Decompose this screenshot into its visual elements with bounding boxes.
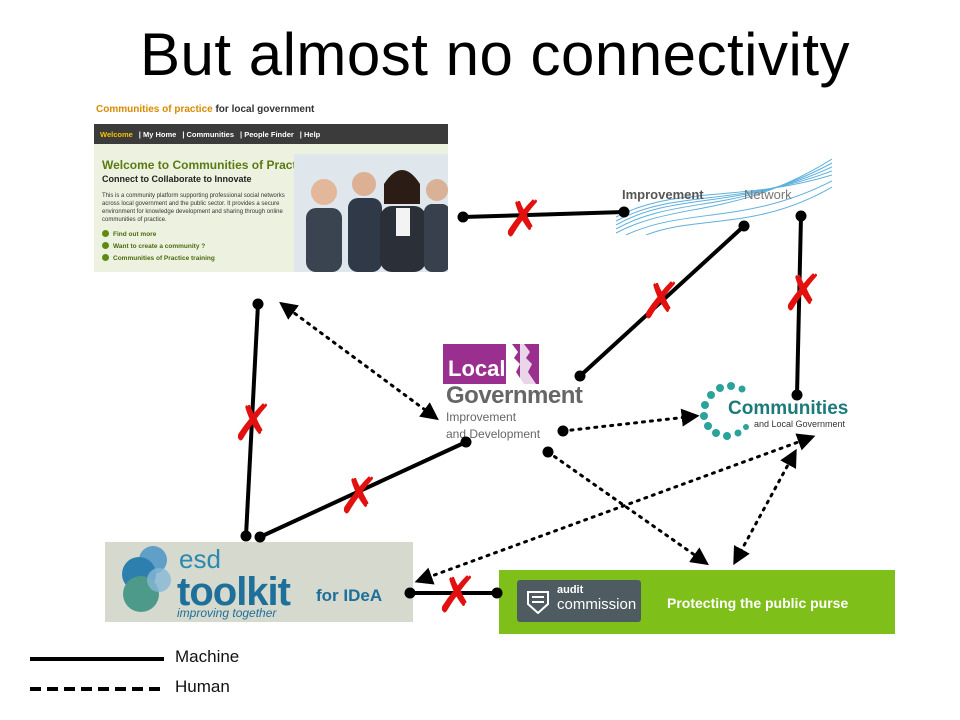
link-endpoint <box>252 298 264 310</box>
link-endpoint <box>240 530 252 542</box>
audit-crest-icon <box>527 591 549 614</box>
cop-nav-help: | Help <box>299 130 321 139</box>
human-link-lgid-audit <box>546 450 709 566</box>
communities-of-practice-screenshot: Communities of practice for local govern… <box>94 98 448 272</box>
link-endpoint <box>460 436 472 448</box>
cop-link-create-community: Want to create a community ? <box>102 242 205 250</box>
link-endpoint <box>791 389 803 401</box>
broken-x-mark: ✗ <box>502 190 544 248</box>
link-endpoint <box>254 531 266 543</box>
broken-x-mark: ✗ <box>232 394 274 452</box>
link-endpoint <box>574 370 586 382</box>
cop-nav-people-finder: | People Finder <box>240 130 294 139</box>
cop-brand-name: Communities of practice <box>96 104 213 115</box>
cop-subheading: Connect to Collaborate to Innovate <box>102 174 252 184</box>
link-endpoint <box>457 211 469 223</box>
esd-toolkit-logo: esd toolkit for IDeA improving together <box>105 542 413 622</box>
machine-link-lgid-improvement <box>578 224 746 378</box>
improvement-network-word1: Improvement <box>622 187 704 202</box>
lgid-improvement: Improvement <box>446 410 517 424</box>
faces-silhouette-icon <box>506 344 536 384</box>
cop-description: This is a community platform supporting … <box>102 193 285 223</box>
wave-swoosh-icon <box>616 158 832 235</box>
cop-brand-suffix: for local government <box>212 104 315 115</box>
audit-badge-line1: audit <box>557 584 584 596</box>
link-endpoint <box>795 210 807 222</box>
cop-heading: Welcome to Communities of Practice <box>102 158 314 172</box>
audit-badge-line2: commission <box>557 596 637 613</box>
esd-for-idea: for IDeA <box>316 586 383 605</box>
human-link-lgid-clg <box>561 408 700 433</box>
cop-body: Welcome to Communities of Practice Conne… <box>94 144 448 272</box>
clg-name: Communities <box>728 398 849 419</box>
lgid-local: Local <box>448 356 506 381</box>
esd-prefix: esd <box>179 544 221 574</box>
audit-tagline: Protecting the public purse <box>667 595 849 611</box>
cop-nav-bar: Welcome | My Home | Communities | People Fi… <box>94 124 448 144</box>
cop-nav-welcome: Welcome <box>100 130 133 139</box>
human-link-cop-lgid <box>279 301 439 421</box>
machine-link-cop-esd <box>244 303 260 537</box>
bullet-icon <box>102 254 109 261</box>
link-endpoint <box>618 206 630 218</box>
cop-brand: Communities of practice for local govern… <box>96 104 314 115</box>
human-link-clg-audit <box>733 448 797 566</box>
improvement-network-logo: Improvement Network <box>616 155 832 235</box>
lgid-government: Government <box>446 382 583 409</box>
link-endpoint <box>738 220 750 232</box>
legend-machine-label: Machine <box>175 647 240 666</box>
esd-toolkit-word: toolkit <box>177 570 291 614</box>
cop-link-label: Want to create a community ? <box>113 243 206 250</box>
bullet-icon <box>102 230 109 237</box>
slide-title: But almost no connectivity <box>139 21 850 88</box>
broken-x-mark: ✗ <box>338 467 380 525</box>
cop-nav-my-home: | My Home <box>138 130 177 139</box>
esd-tagline: improving together <box>177 606 277 620</box>
legend-human-label: Human <box>175 677 230 696</box>
cop-link-label: Communities of Practice training <box>113 255 215 262</box>
people-photo <box>294 154 448 272</box>
clg-subtitle: and Local Government <box>754 419 846 429</box>
esd-bubbles-icon <box>122 546 171 612</box>
machine-link-cop-improvement <box>462 210 625 219</box>
broken-x-mark: ✗ <box>436 566 478 624</box>
broken-x-mark: ✗ <box>640 272 682 330</box>
cop-nav-communities: | Communities <box>182 130 235 139</box>
cop-link-find-out-more: Find out more <box>102 230 156 238</box>
human-link-clg-esd <box>414 433 816 585</box>
improvement-network-word2: Network <box>744 187 792 202</box>
cop-link-training: Communities of Practice training <box>102 254 215 262</box>
machine-link-improvement-clg <box>795 215 803 396</box>
broken-x-mark: ✗ <box>782 264 824 322</box>
cop-link-label: Find out more <box>113 231 157 238</box>
link-endpoint <box>491 587 503 599</box>
audit-commission-badge: audit commission <box>517 580 641 622</box>
link-endpoint <box>404 587 416 599</box>
bullet-icon <box>102 242 109 249</box>
